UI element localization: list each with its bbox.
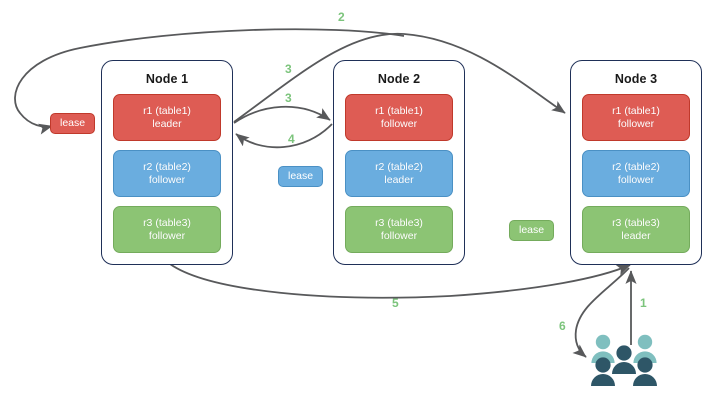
node-card-node-3[interactable]: Node 3 r1 (table1) follower r2 (table2) …: [570, 60, 702, 265]
step-label-5: 5: [392, 296, 399, 310]
replica-role: follower: [148, 173, 186, 186]
replica-name: r3 (table3): [612, 216, 660, 229]
replica-role: follower: [380, 229, 418, 242]
replica-role: follower: [380, 117, 418, 130]
replica-list: r1 (table1) follower r2 (table2) leader …: [334, 94, 464, 253]
replica-r2[interactable]: r2 (table2) follower: [113, 150, 221, 197]
replica-name: r3 (table3): [143, 216, 191, 229]
step-label-4: 4: [288, 132, 295, 146]
replica-r3[interactable]: r3 (table3) follower: [113, 206, 221, 253]
replica-list: r1 (table1) leader r2 (table2) follower …: [102, 94, 232, 253]
replica-r2[interactable]: r2 (table2) leader: [345, 150, 453, 197]
replica-name: r2 (table2): [612, 160, 660, 173]
replica-r1[interactable]: r1 (table1) follower: [345, 94, 453, 141]
replica-role: follower: [617, 173, 655, 186]
step-label-3b: 3: [285, 91, 292, 105]
replica-name: r2 (table2): [375, 160, 423, 173]
step-label-3a: 3: [285, 62, 292, 76]
replica-role: leader: [384, 173, 414, 186]
replica-r3[interactable]: r3 (table3) follower: [345, 206, 453, 253]
replica-r1[interactable]: r1 (table1) follower: [582, 94, 690, 141]
users-icon: [591, 334, 657, 386]
arrow-step-4: [235, 123, 333, 149]
replica-list: r1 (table1) follower r2 (table2) followe…: [571, 94, 701, 253]
lease-badge-node-2[interactable]: lease: [278, 166, 324, 187]
node-title: Node 1: [145, 72, 189, 86]
replica-role: leader: [621, 229, 651, 242]
arrow-step-5: [169, 263, 631, 299]
replica-role: leader: [152, 117, 182, 130]
replica-name: r2 (table2): [143, 160, 191, 173]
replica-role: follower: [148, 229, 186, 242]
replica-r2[interactable]: r2 (table2) follower: [582, 150, 690, 197]
node-card-node-2[interactable]: Node 2 r1 (table1) follower r2 (table2) …: [333, 60, 465, 265]
step-label-2: 2: [338, 10, 345, 24]
replica-r3[interactable]: r3 (table3) leader: [582, 206, 690, 253]
replica-name: r1 (table1): [612, 104, 660, 117]
replica-name: r3 (table3): [375, 216, 423, 229]
step-label-1: 1: [640, 296, 647, 310]
replica-name: r1 (table1): [143, 104, 191, 117]
replica-r1[interactable]: r1 (table1) leader: [113, 94, 221, 141]
replica-name: r1 (table1): [375, 104, 423, 117]
node-title: Node 3: [614, 72, 658, 86]
node-card-node-1[interactable]: Node 1 r1 (table1) leader r2 (table2) fo…: [101, 60, 233, 265]
node-title: Node 2: [377, 72, 421, 86]
arrow-step-3-lower: [233, 105, 331, 124]
replica-role: follower: [617, 117, 655, 130]
lease-badge-node-3[interactable]: lease: [509, 220, 555, 241]
step-label-6: 6: [559, 319, 566, 333]
users-front-row: [591, 345, 657, 386]
lease-badge-node-1[interactable]: lease: [50, 113, 96, 134]
